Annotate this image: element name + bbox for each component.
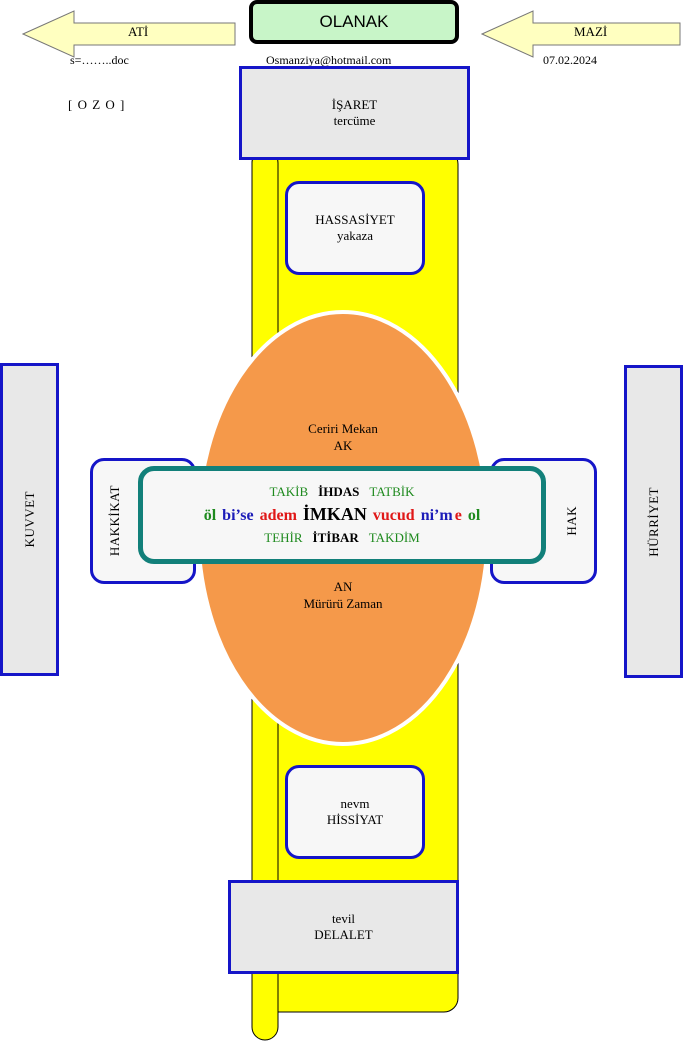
hassasiyet-box: HASSASİYET yakaza [285,181,425,275]
right-arrow-label: MAZİ [574,24,608,39]
kuvvet-box: KUVVET [0,363,59,676]
code-text: [ O Z O ] [68,97,126,112]
isaret-box: İŞARET tercüme [239,66,470,160]
ol-end-word: ol [467,507,481,524]
hak-label: HAK [564,506,579,536]
tercume-label: tercüme [333,113,376,128]
center-row-top: TAKİB İHDAS TATBİK [269,482,414,502]
nevm-label: nevm [340,796,370,811]
kuvvet-label: KUVVET [21,491,37,548]
tatbik-label: TATBİK [369,484,415,499]
e-word: e [454,507,462,524]
adem-word: adem [259,507,297,524]
page-title: OLANAK [319,12,389,31]
an-label: AN [333,579,353,594]
yakaza-label: yakaza [336,228,374,243]
center-row-bottom: TEHİR İTİBAR TAKDİM [264,528,419,548]
hassasiyet-label: HASSASİYET [315,212,395,227]
takdim-label: TAKDİM [368,530,420,545]
nim-word: ni’m [420,507,453,524]
takib-label: TAKİB [269,484,309,499]
isaret-label: İŞARET [331,97,378,112]
right-arrow-icon[interactable] [481,10,681,58]
tehir-label: TEHİR [264,530,303,545]
ellipse-top-text: Ceriri Mekan AK [243,420,443,454]
title-box: OLANAK [249,0,459,44]
file-name: s=……..doc [70,53,129,67]
hissiyat-label: HİSSİYAT [326,812,384,827]
ol-word: öl [203,507,217,524]
delalet-box: tevil DELALET [228,880,459,974]
imkan-word: İMKAN [302,504,367,524]
vucud-word: vucud [372,507,415,524]
center-box: TAKİB İHDAS TATBİK öl bi’se adem İMKAN v… [138,466,546,564]
hurriyet-box: HÜRRİYET [624,365,683,678]
tevil-label: tevil [331,911,356,926]
left-arrow-icon[interactable] [22,10,236,58]
mururu-zaman-label: Mürürü Zaman [303,596,383,611]
bise-word: bi’se [222,507,254,524]
date-text: 07.02.2024 [543,53,597,67]
left-arrow-label: ATİ [128,24,149,39]
center-row-main: öl bi’se adem İMKAN vucud ni’m e ol [204,502,481,528]
ceriri-mekan-label: Ceriri Mekan [308,421,378,436]
ihdas-label: İHDAS [318,484,360,499]
ellipse-bottom-text: AN Mürürü Zaman [243,578,443,612]
email-text: Osmanziya@hotmail.com [266,53,392,67]
itibar-label: İTİBAR [312,530,359,545]
hissiyat-box: nevm HİSSİYAT [285,765,425,859]
hurriyet-label: HÜRRİYET [645,486,661,557]
hakkikat-label: HAKKİKAT [107,485,122,557]
ak-label: AK [333,438,353,453]
delalet-label: DELALET [314,927,373,942]
